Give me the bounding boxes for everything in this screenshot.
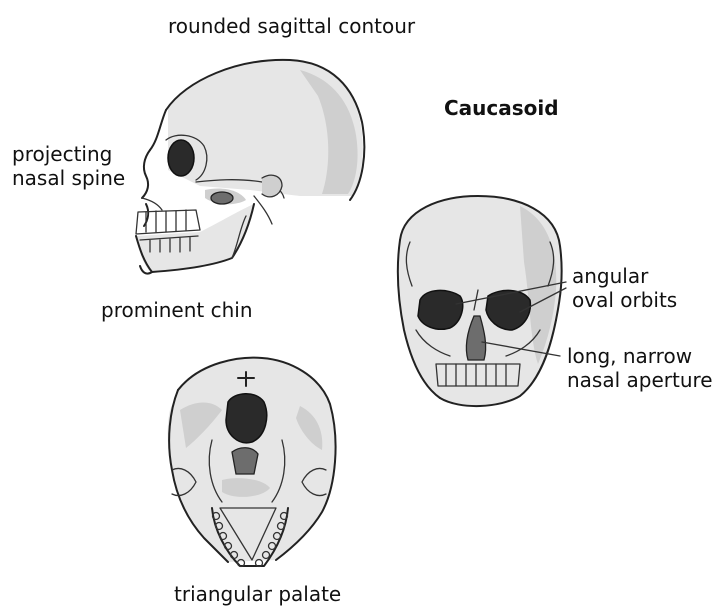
frontal-skull — [398, 196, 566, 406]
basal-skull — [168, 358, 336, 567]
lateral-skull — [136, 60, 364, 274]
